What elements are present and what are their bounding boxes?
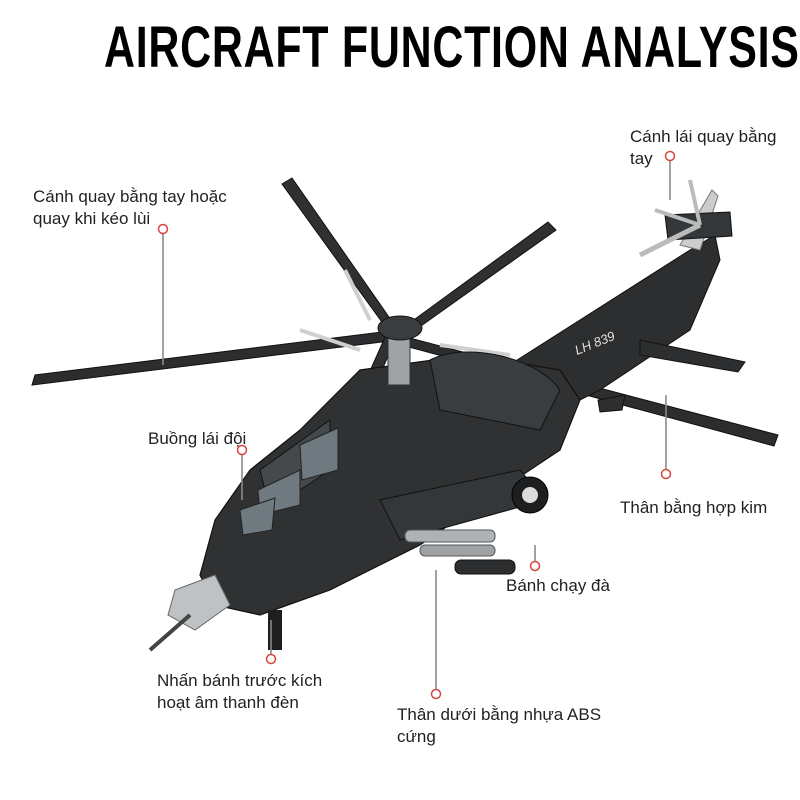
marker-wheel [529, 560, 541, 572]
rotor-hub [377, 315, 423, 386]
callout-tail-rotor-line2: tay [630, 149, 653, 168]
callout-alloy-body-line1: Thân bằng hợp kim [620, 498, 768, 517]
callout-wheel: Bánh chạy đà [506, 575, 610, 597]
callout-wheel-line1: Bánh chạy đà [506, 576, 610, 595]
callout-front-wheel-line2: hoạt âm thanh đèn [157, 693, 299, 712]
callout-tail-rotor-line1: Cánh lái quay bằng [630, 127, 777, 146]
marker-tail-rotor [664, 150, 676, 162]
page-title: AIRCRAFT FUNCTION ANALYSIS [104, 15, 800, 80]
callout-abs-body: Thân dưới bằng nhựa ABS cứng [397, 704, 601, 748]
marker-front-wheel [265, 653, 277, 665]
marker-cockpit [236, 444, 248, 456]
callout-markers [157, 150, 676, 700]
callout-main-rotor-line1: Cánh quay bằng tay hoặc [33, 187, 227, 206]
marker-main-rotor [157, 223, 169, 235]
callout-alloy-body: Thân bằng hợp kim [620, 497, 767, 519]
stub-wing [379, 469, 546, 575]
marker-abs-body [430, 688, 442, 700]
callout-lines [162, 160, 671, 690]
fuselage [148, 351, 581, 652]
callout-front-wheel: Nhấn bánh trước kích hoạt âm thanh đèn [157, 670, 322, 714]
callout-cockpit: Buồng lái đội [148, 428, 246, 450]
marker-alloy-body [660, 468, 672, 480]
callout-abs-body-line2: cứng [397, 727, 436, 746]
callout-tail-rotor: Cánh lái quay bằng tay [630, 126, 777, 170]
callout-front-wheel-line1: Nhấn bánh trước kích [157, 671, 323, 690]
callout-main-rotor-line2: quay khi kéo lùi [33, 209, 151, 228]
callout-abs-body-line1: Thân dưới bằng nhựa ABS [397, 705, 602, 724]
callout-main-rotor: Cánh quay bằng tay hoặc quay khi kéo lùi [33, 186, 227, 230]
callout-cockpit-line1: Buồng lái đội [148, 429, 247, 448]
